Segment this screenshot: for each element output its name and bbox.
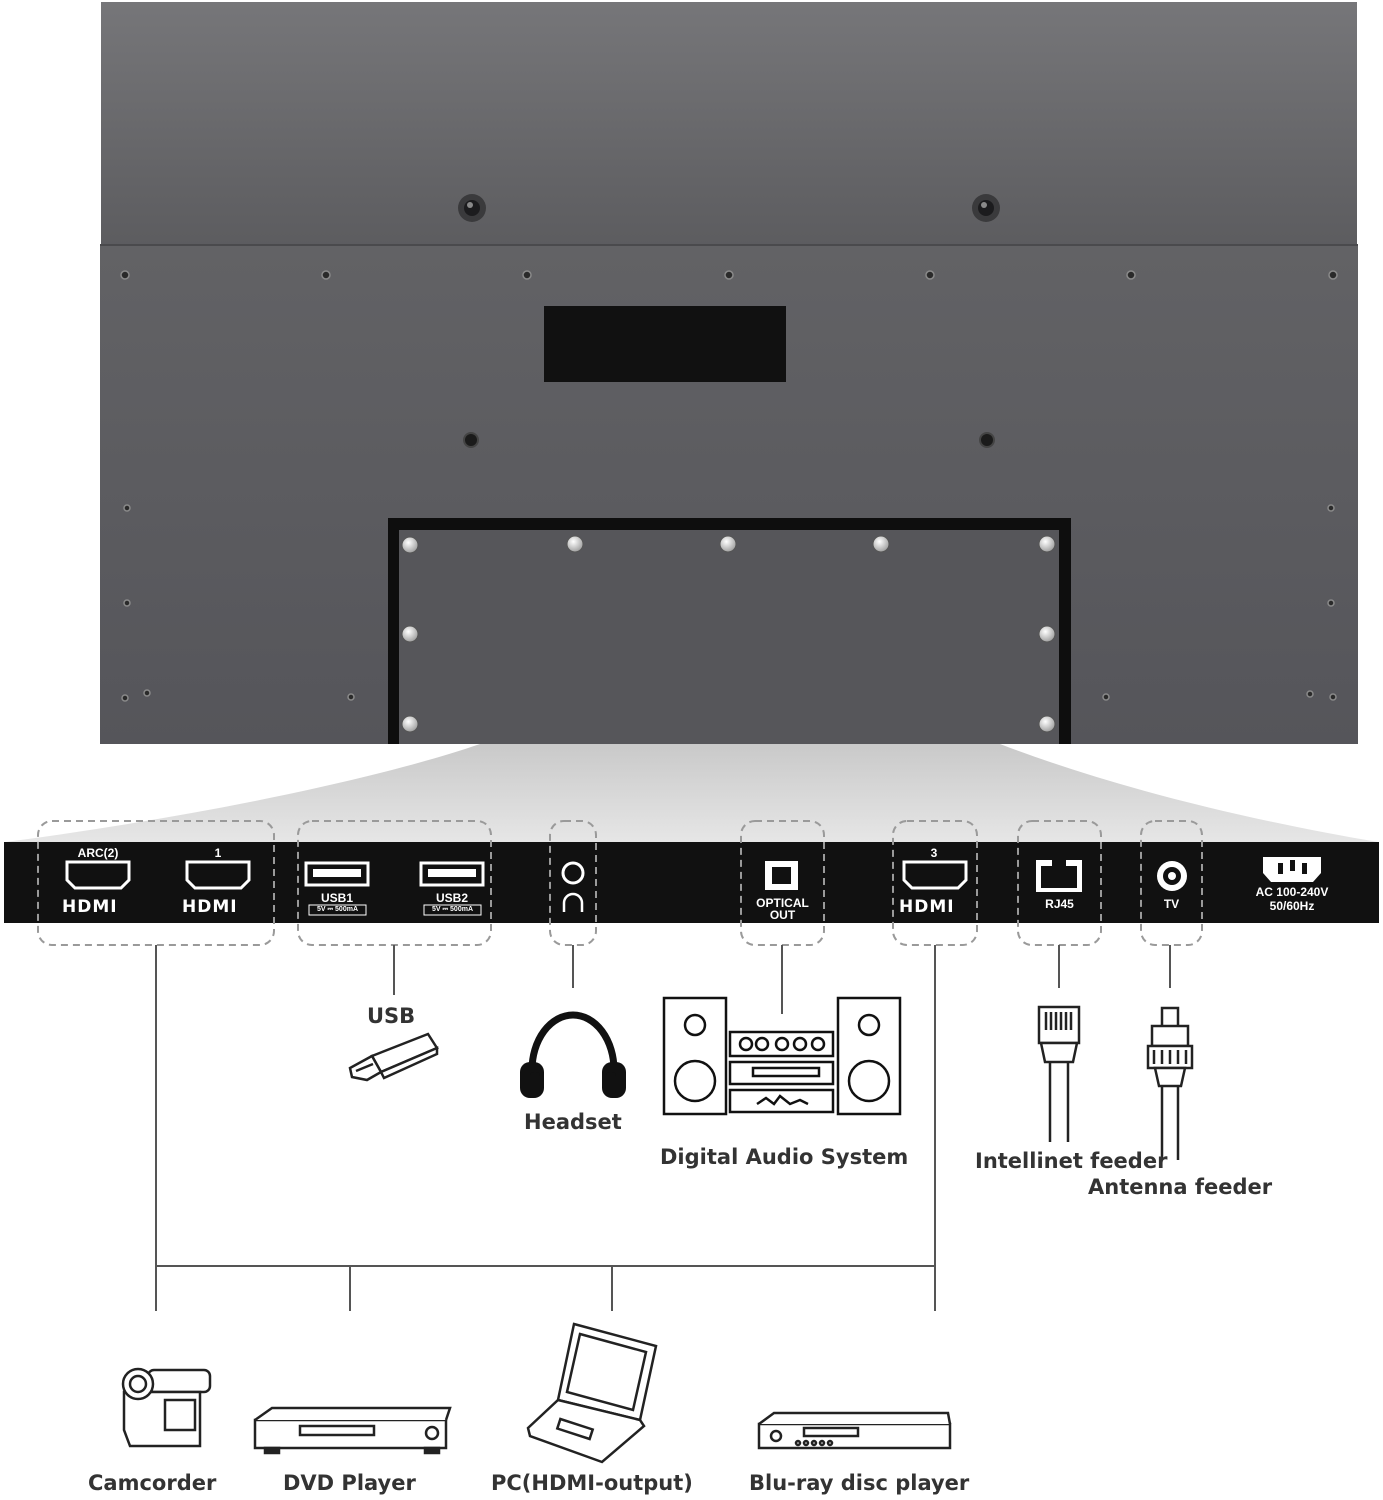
headphone-small-icon — [562, 892, 584, 912]
mount-hole — [463, 432, 479, 448]
optical-out-label: OUT — [769, 908, 796, 922]
zoom-funnel — [5, 744, 1378, 842]
hdmi-port-icon — [65, 860, 968, 890]
usb-rating-box — [308, 904, 367, 916]
rating-label-plate — [544, 306, 786, 382]
connector-lines — [155, 945, 1171, 1311]
coax-port-icon — [1157, 861, 1187, 891]
tv-back-panel — [100, 2, 1358, 744]
io-cover-plate — [388, 518, 1071, 744]
usb2-label: USB2 — [435, 891, 468, 905]
port-strip — [4, 842, 1379, 923]
camcorder-label: Camcorder — [88, 1471, 217, 1495]
mount-hole — [979, 432, 995, 448]
usb-rating-box — [423, 904, 482, 916]
hdmi-1-label: 1 — [214, 846, 222, 860]
vesa-stud-right — [972, 194, 1000, 222]
panel-screws — [120, 270, 1338, 702]
ac-freq-label: 50/60Hz — [1269, 899, 1315, 913]
usb-device-label: USB — [367, 1004, 416, 1028]
hdmi-arc-label: ARC(2) — [77, 846, 119, 860]
camcorder-icon — [121, 1367, 212, 1448]
ethernet-plug-icon — [1037, 1005, 1081, 1142]
usb1-label: USB1 — [320, 891, 353, 905]
usb-stick-icon — [348, 1032, 439, 1082]
headset-icon — [520, 1011, 626, 1098]
bluray-label: Blu-ray disc player — [749, 1471, 970, 1495]
intellinet-label: Intellinet feeder — [975, 1149, 1168, 1173]
dvd-player-icon — [253, 1406, 452, 1455]
hdmi-logo-1: HDMI — [182, 897, 238, 917]
rj45-label: RJ45 — [1045, 897, 1074, 911]
antenna-label: Antenna feeder — [1088, 1175, 1273, 1199]
usb2-rating: 5V ⎓ 500mA — [432, 906, 473, 913]
usb-port-icon — [304, 861, 485, 887]
laptop-icon — [526, 1322, 658, 1464]
hifi-system-icon — [662, 996, 902, 1116]
hdmi-logo-3: HDMI — [899, 897, 955, 917]
hdmi-logo-arc: HDMI — [62, 897, 118, 917]
coax-plug-icon — [1146, 1006, 1194, 1160]
ac-inlet-icon — [1263, 857, 1321, 882]
ac-label: AC 100-240V — [1255, 885, 1329, 899]
rj45-port-icon — [1036, 860, 1082, 892]
pc-label: PC(HDMI-output) — [491, 1471, 693, 1495]
headset-label: Headset — [524, 1110, 622, 1134]
vesa-stud-left — [458, 194, 486, 222]
hdmi-3-label: 3 — [930, 846, 938, 860]
usb1-rating: 5V ⎓ 500mA — [317, 906, 358, 913]
tv-label: TV — [1163, 897, 1180, 911]
audio-jack-icon — [561, 861, 585, 885]
optical-label: OPTICAL — [756, 896, 809, 910]
dvd-label: DVD Player — [283, 1471, 416, 1495]
bluray-player-icon — [757, 1411, 952, 1450]
audio-system-label: Digital Audio System — [660, 1145, 909, 1169]
